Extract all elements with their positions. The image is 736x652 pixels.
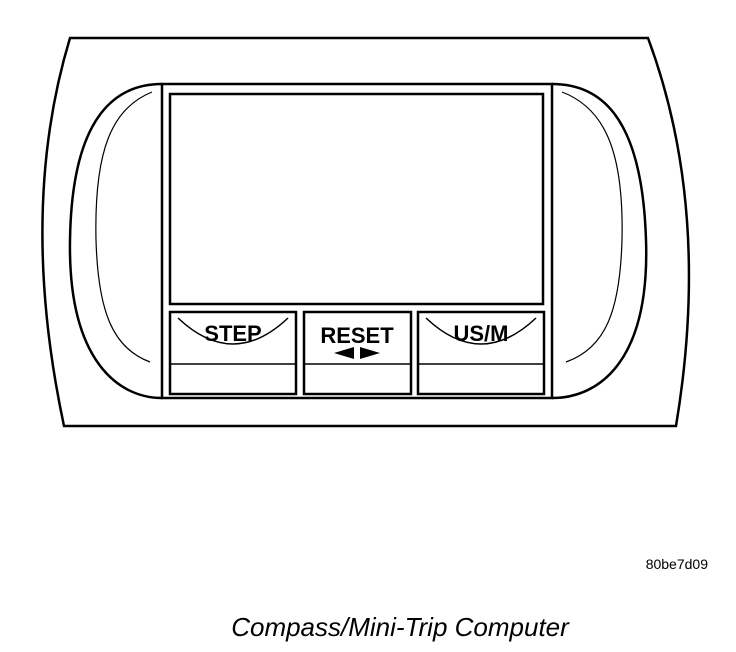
left-arrow-icon	[334, 347, 354, 359]
us-m-button-label: US/M	[454, 321, 509, 346]
figure-caption: Compass/Mini-Trip Computer	[231, 612, 569, 642]
reset-button[interactable]: RESET	[302, 310, 413, 396]
left-side-pod	[68, 82, 163, 400]
step-button-label: STEP	[204, 321, 261, 346]
us-m-button[interactable]: US/M	[416, 310, 546, 396]
figure-code: 80be7d09	[645, 556, 708, 572]
left-pod-highlight	[95, 91, 153, 363]
right-pod-highlight	[561, 91, 623, 363]
reset-button-label: RESET	[320, 323, 394, 348]
step-button[interactable]: STEP	[168, 310, 298, 396]
right-side-pod	[551, 82, 648, 400]
right-arrow-icon	[360, 347, 380, 359]
display-screen	[168, 92, 545, 306]
